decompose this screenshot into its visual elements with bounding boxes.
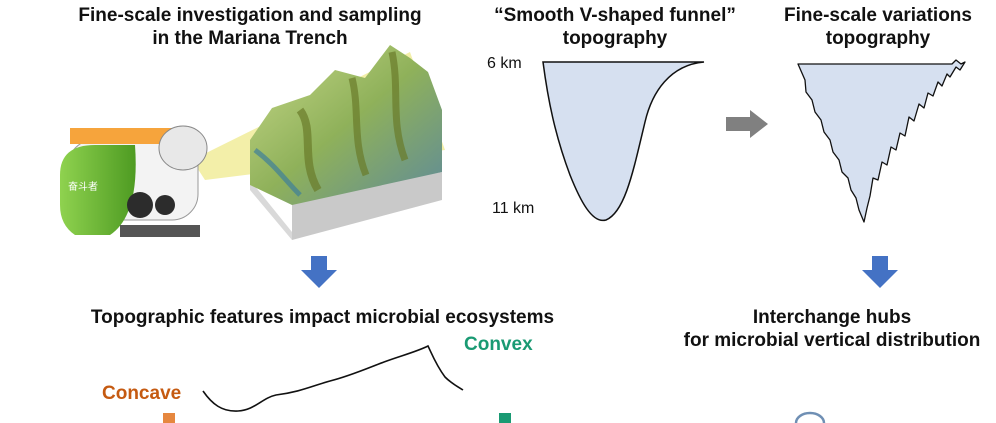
terrain-block bbox=[250, 45, 442, 240]
fine-title-line1: Fine-scale variations bbox=[784, 5, 972, 26]
concave-marker bbox=[163, 413, 175, 423]
smooth-funnel bbox=[542, 61, 705, 222]
convex-marker bbox=[499, 413, 511, 423]
smooth-topography-title: “Smooth V-shaped funnel” topography bbox=[470, 4, 760, 50]
hubs-title: Interchange hubs for microbial vertical … bbox=[668, 306, 996, 352]
smooth-title-line2: topography bbox=[562, 28, 668, 49]
hubs-title-line1: Interchange hubs bbox=[752, 307, 912, 328]
fine-title-line2: topography bbox=[825, 28, 931, 49]
investigation-title: Fine-scale investigation and sampling in… bbox=[40, 4, 460, 50]
gray-arrow-right bbox=[726, 110, 768, 138]
blue-arrow-down-right bbox=[862, 256, 898, 288]
fine-scale-topography-title: Fine-scale variations topography bbox=[762, 4, 994, 50]
blue-arrow-down-left bbox=[301, 256, 337, 288]
submersible: 奋斗者 bbox=[60, 125, 208, 237]
investigation-title-line2: in the Mariana Trench bbox=[152, 28, 348, 49]
impact-title: Topographic features impact microbial ec… bbox=[40, 306, 605, 329]
hubs-title-line2: for microbial vertical distribution bbox=[683, 330, 981, 351]
depth-label-11km: 11 km bbox=[492, 200, 535, 217]
depth-label-6km: 6 km bbox=[487, 55, 522, 72]
investigation-title-line1: Fine-scale investigation and sampling bbox=[78, 5, 422, 26]
impact-title-text: Topographic features impact microbial ec… bbox=[90, 307, 555, 328]
fine-scale-funnel bbox=[797, 59, 966, 223]
hub-icon bbox=[794, 411, 826, 423]
submersible-hull-text: 奋斗者 bbox=[68, 180, 98, 193]
convex-label: Convex bbox=[464, 334, 533, 355]
concave-label: Concave bbox=[102, 383, 182, 404]
smooth-title-line1: “Smooth V-shaped funnel” bbox=[494, 5, 736, 26]
terrain-profile-line bbox=[202, 344, 464, 412]
